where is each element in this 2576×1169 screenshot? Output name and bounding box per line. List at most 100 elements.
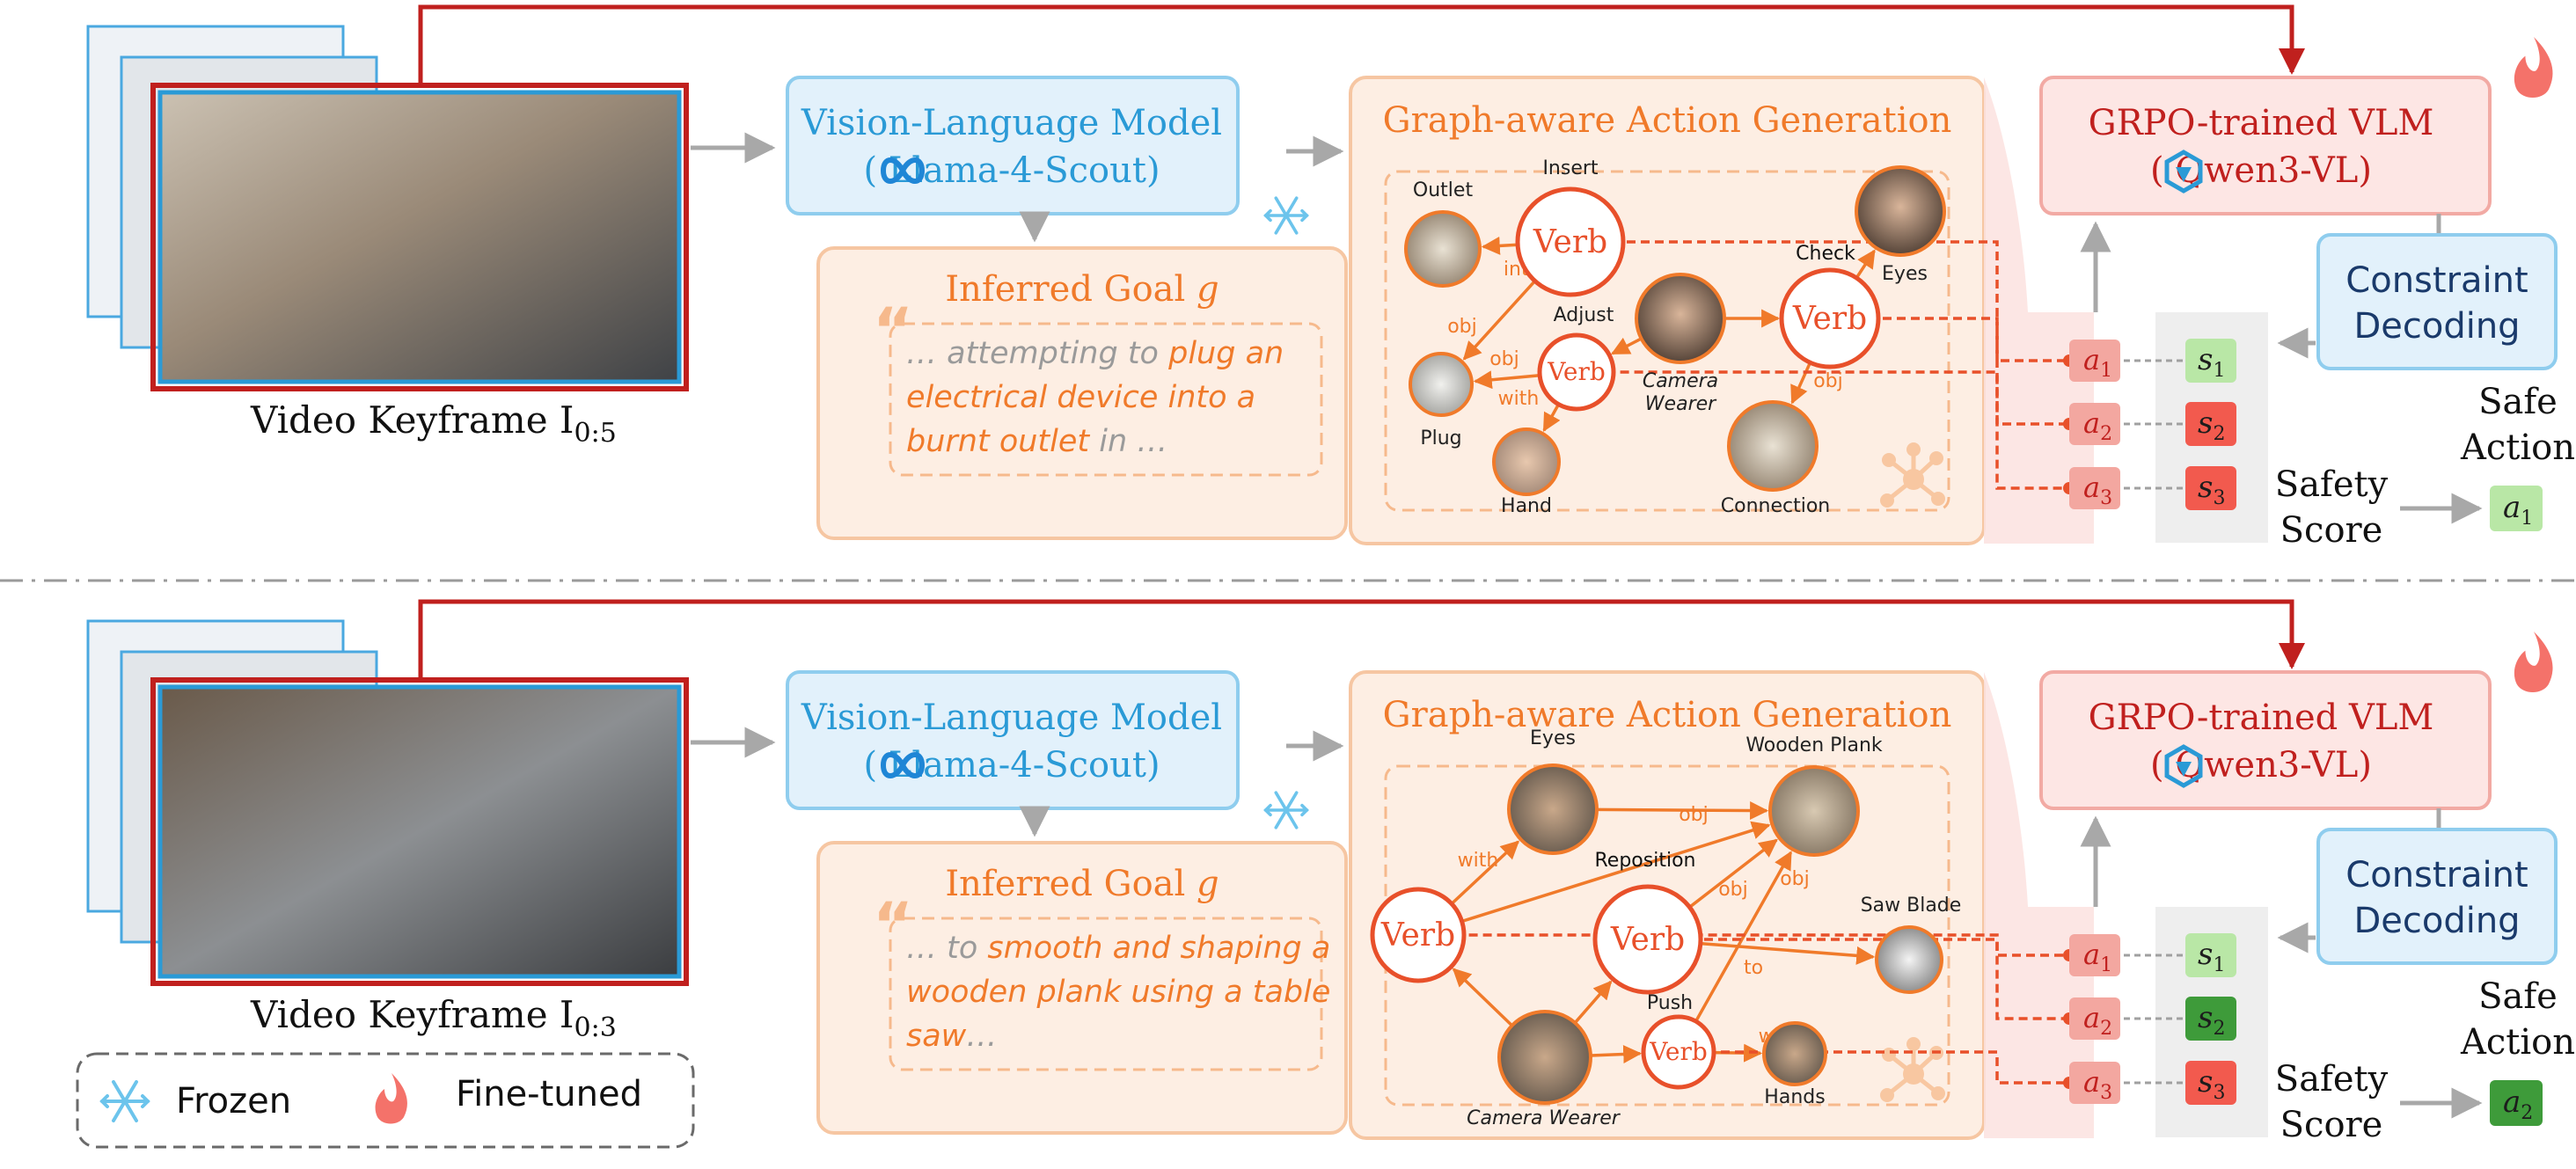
node-caption: Connection — [1721, 495, 1830, 517]
object-node-image — [1875, 925, 1943, 994]
node-caption: Saw Blade — [1861, 895, 1962, 917]
quote-icon: “ — [873, 295, 913, 367]
graph-edge — [1573, 980, 1613, 1024]
safety-score-label-line2: Score — [2280, 510, 2383, 551]
graph-edge-label: obj — [1447, 316, 1477, 338]
action-token — [2069, 403, 2120, 445]
verb-node-label: Verb — [1649, 1037, 1708, 1066]
verb-node — [1370, 887, 1467, 983]
graph-edge — [1542, 403, 1561, 433]
meta-logo-icon — [880, 157, 926, 184]
flame-icon — [375, 1073, 407, 1124]
graph-edge — [1473, 370, 1540, 390]
meta-logo-icon — [880, 752, 926, 778]
object-node-image — [1635, 273, 1726, 364]
graph-edge — [1790, 362, 1812, 405]
constraint-decoding-box — [2316, 828, 2558, 965]
keyframe-caption: Video Keyframe I0:3 — [250, 993, 617, 1043]
qwen-logo-icon — [2164, 744, 2203, 788]
graph-edge-label: Check — [1796, 243, 1855, 265]
snowflake-icon — [1263, 791, 1309, 829]
graph-edge — [1462, 280, 1536, 361]
graph-edge — [1855, 249, 1876, 279]
safety-score-token — [2185, 933, 2236, 977]
finetune-feedback-arrow — [418, 4, 2305, 85]
graph-edge-label: obj — [1679, 804, 1709, 826]
object-node-image — [1497, 1010, 1592, 1105]
safe-action-label-line1: Safe — [2478, 382, 2558, 422]
verb-node — [1779, 267, 1881, 369]
vlm-model-label: ( Llama-4-Scout) — [863, 745, 1160, 785]
node-caption: Insert — [1542, 157, 1598, 179]
graph-edge — [1450, 840, 1520, 905]
safe-action-token — [2490, 486, 2543, 531]
goal-text-line: saw… — [906, 1019, 997, 1054]
constraint-title: Constraint — [2345, 855, 2528, 895]
goal-text-line: wooden plank using a table — [906, 975, 1330, 1010]
verb-node-label: Verb — [1380, 917, 1455, 953]
graph-edge — [1700, 941, 1876, 965]
quote-icon: “ — [873, 889, 913, 961]
goal-box — [816, 246, 1348, 540]
graph-edge — [1452, 968, 1513, 1027]
legend: Frozen Fine-tuned — [76, 1052, 695, 1149]
keyframe-image — [157, 684, 682, 979]
grpo-title: GRPO-trained VLM — [2089, 103, 2434, 143]
graph-to-action-link — [1869, 317, 2069, 426]
vlm-box — [786, 76, 1240, 216]
action-token — [2069, 1062, 2120, 1104]
graph-to-action-link — [1606, 370, 2069, 490]
node-caption: Plug — [1420, 427, 1461, 449]
qwen-logo-icon — [2164, 150, 2203, 194]
snowflake-icon — [99, 1080, 150, 1122]
verb-node — [1641, 1014, 1716, 1090]
safety-score-token — [2185, 1061, 2236, 1105]
graph-edge — [1461, 821, 1771, 924]
graph-edge-label: obj — [1813, 370, 1843, 392]
verb-node — [1515, 186, 1626, 297]
graph-to-action-link — [1613, 240, 2069, 362]
action-token — [2069, 934, 2120, 976]
node-caption: Eyes — [1530, 727, 1576, 749]
safety-score-token — [2185, 466, 2236, 510]
finetune-feedback-arrow — [418, 599, 2305, 680]
keyframe-image — [157, 90, 682, 384]
node-caption: Push — [1647, 992, 1693, 1014]
node-caption: Outlet — [1413, 179, 1474, 201]
safety-score-label: s3 — [2198, 470, 2225, 509]
graph-edge — [1590, 1044, 1643, 1063]
goal-quote-frame — [889, 917, 1323, 1071]
graph-edge-label: obj — [1489, 348, 1519, 370]
object-node-image — [1404, 210, 1482, 288]
keyframe-caption: Video Keyframe I0:5 — [250, 398, 617, 449]
object-node-image — [1762, 1021, 1827, 1086]
flame-icon — [2514, 37, 2553, 98]
graph-edge — [1596, 801, 1769, 821]
verb-node — [1592, 884, 1703, 995]
verb-node — [1537, 332, 1616, 412]
graph-edge — [1688, 838, 1778, 909]
safety-score-token — [2185, 997, 2236, 1041]
node-caption: Eyes — [1882, 263, 1928, 285]
object-node-image — [1768, 765, 1860, 857]
vlm-title: Vision-Language Model — [801, 698, 1222, 738]
goal-box — [816, 841, 1348, 1135]
vlm-model-label: ( Llama-4-Scout) — [863, 150, 1160, 191]
node-caption: Camera Wearer — [1467, 1107, 1621, 1129]
constraint-title-line2: Decoding — [2353, 901, 2520, 941]
safety-score-label-line1: Safety — [2275, 1059, 2389, 1100]
safety-score-token — [2185, 339, 2236, 383]
action-token — [2069, 340, 2120, 382]
safe-action-token — [2490, 1080, 2543, 1126]
node-caption: Wooden Plank — [1745, 734, 1883, 756]
action-token — [2069, 467, 2120, 509]
graph-edge-label: with — [1458, 850, 1499, 872]
verb-node-label: Verb — [1533, 224, 1607, 260]
graph-edge-label: obj — [1718, 879, 1748, 901]
graph-edge-label: Reposition — [1595, 850, 1696, 872]
graph-edge-label: to — [1744, 957, 1763, 979]
vlm-box — [786, 670, 1240, 810]
object-node-image — [1409, 352, 1474, 417]
